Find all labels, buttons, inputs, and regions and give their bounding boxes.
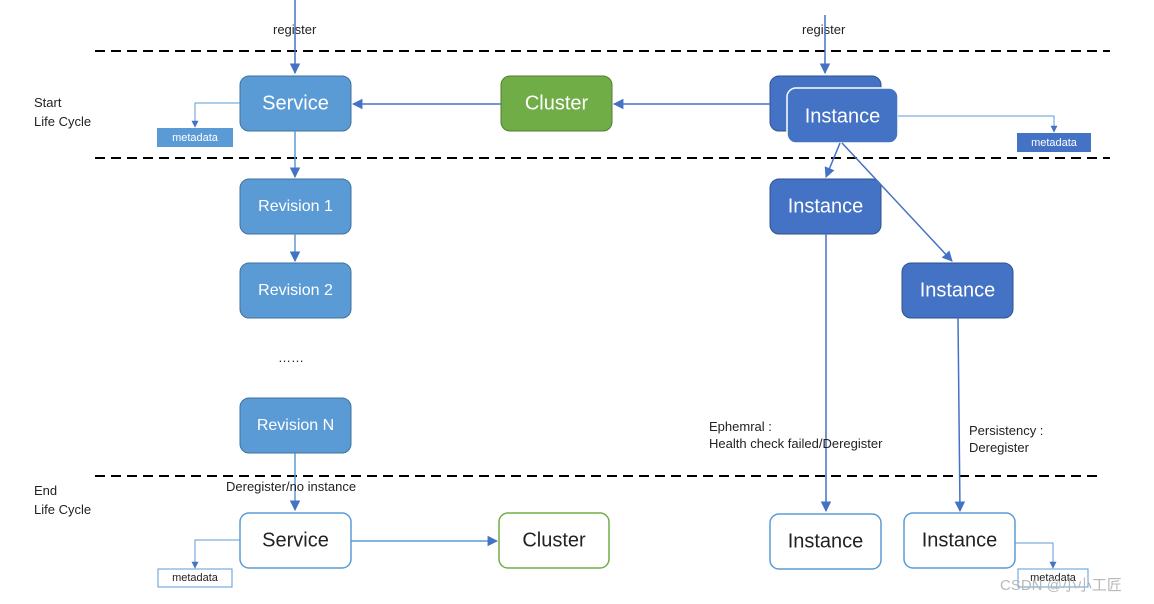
- instance-mid-2-node: Instance: [901, 262, 1014, 319]
- end-lifecycle-label-line2: Life Cycle: [34, 502, 91, 517]
- arrow-instance-stack-to-mid1: [824, 142, 841, 178]
- service-start-node: Service: [239, 75, 352, 132]
- service-start-label: Service: [262, 92, 329, 114]
- metadata-box-instance-end: metadata: [1017, 568, 1089, 588]
- cluster-end-node: Cluster: [498, 512, 610, 569]
- arrow-mid2-to-end2: [954, 317, 966, 513]
- ephemeral-label-line2: Health check failed/Deregister: [709, 436, 883, 451]
- revision-2-label: Revision 2: [258, 282, 333, 299]
- arrow-instance-stack-to-mid2: [841, 142, 953, 262]
- revision-2-node: Revision 2: [239, 262, 352, 319]
- instance-stack-node: Instance: [769, 75, 899, 144]
- instance-end-2-node: Instance: [903, 512, 1016, 569]
- revision-n-label: Revision N: [257, 417, 334, 434]
- revision-n-node: Revision N: [239, 397, 352, 454]
- metadata-label-service-start: metadata: [172, 132, 219, 144]
- instance-mid-1-node: Instance: [769, 178, 882, 235]
- service-end-node: Service: [239, 512, 352, 569]
- metadata-label-instance-end: metadata: [1030, 572, 1077, 584]
- instance-mid-1-label: Instance: [788, 195, 864, 217]
- metadata-box-service-end: metadata: [157, 568, 233, 588]
- instance-end-1-node: Instance: [769, 513, 882, 570]
- metadata-label-instance-start: metadata: [1031, 137, 1078, 149]
- start-lifecycle-label-line2: Life Cycle: [34, 114, 91, 129]
- revision-1-node: Revision 1: [239, 178, 352, 235]
- watermark: CSDN @小小工匠: [1000, 577, 1122, 594]
- start-lifecycle-label-line1: Start: [34, 95, 62, 110]
- revisions-ellipsis: ……: [278, 350, 304, 365]
- metadata-label-service-end: metadata: [172, 572, 219, 584]
- metadata-connector-service-end: [191, 539, 240, 569]
- metadata-connector-instance-end: [1015, 542, 1057, 569]
- instance-mid-2-label: Instance: [920, 279, 996, 301]
- instance-end-2-label: Instance: [922, 529, 998, 551]
- instance-stack-label: Instance: [805, 105, 881, 127]
- cluster-start-node: Cluster: [500, 75, 613, 132]
- metadata-connector-instance-start: [898, 115, 1058, 133]
- cluster-start-label: Cluster: [525, 92, 589, 114]
- metadata-box-instance-start: metadata: [1017, 133, 1091, 152]
- register-label-right: register: [802, 22, 846, 37]
- metadata-connector-service-start: [191, 102, 240, 128]
- ephemeral-label-line1: Ephemral :: [709, 419, 772, 434]
- revision-1-label: Revision 1: [258, 198, 333, 215]
- cluster-end-label: Cluster: [522, 529, 586, 551]
- metadata-box-service-start: metadata: [157, 128, 233, 147]
- deregister-no-instance-label: Deregister/no instance: [226, 479, 356, 494]
- end-lifecycle-label-line1: End: [34, 483, 57, 498]
- instance-end-1-label: Instance: [788, 530, 864, 552]
- persistency-label-line1: Persistency :: [969, 423, 1043, 438]
- service-end-label: Service: [262, 529, 329, 551]
- persistency-label-line2: Deregister: [969, 440, 1030, 455]
